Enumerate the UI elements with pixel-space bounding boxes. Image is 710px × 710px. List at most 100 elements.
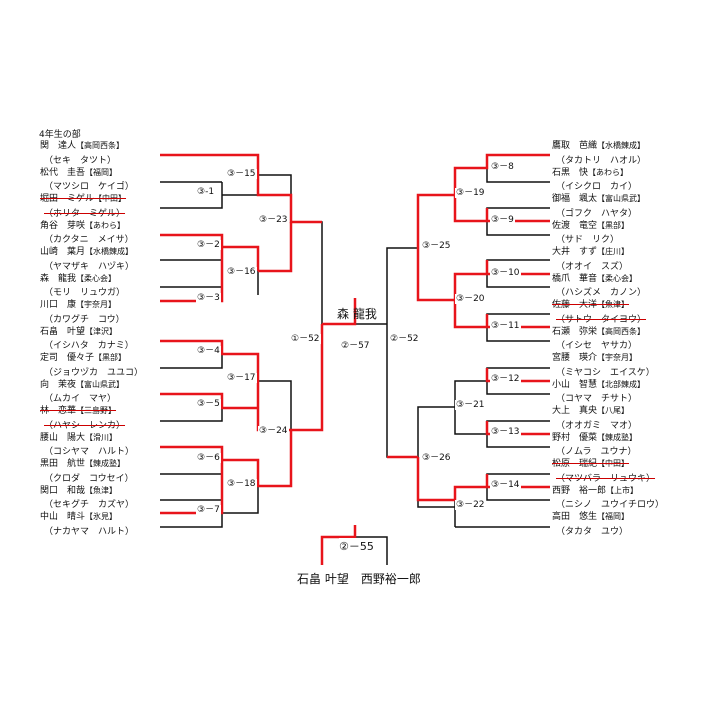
match-label-2: ③－2 — [196, 240, 221, 250]
player-club: 【水橋錬成】 — [85, 247, 134, 256]
player-club: 【八尾】 — [597, 406, 630, 415]
match-label-16: ③－16 — [226, 267, 257, 277]
match-label-7: ③－7 — [196, 505, 221, 515]
player-entry: 橋爪 華音【柔心会】 — [552, 274, 637, 284]
match-label-6: ③－6 — [196, 453, 221, 463]
match-label-5: ③－5 — [196, 399, 221, 409]
player-entry: 佐藤 大洋【魚津】 — [552, 300, 629, 310]
player-club: 【宇奈月】 — [597, 353, 638, 362]
player-club: 【水橋錬成】 — [597, 141, 646, 150]
match-label-12: ③－12 — [490, 374, 521, 384]
player-entry: 高田 悠生【福岡】 — [552, 512, 629, 522]
player-name: 大上 真央 — [552, 406, 598, 416]
player-kana: （セキグチ カズヤ） — [44, 500, 135, 510]
player-name: 向 茉夜 — [40, 379, 77, 390]
player-club: 【高岡西条】 — [597, 326, 646, 336]
player-kana: （サド リク） — [556, 235, 620, 245]
player-name: 松代 圭吾 — [40, 167, 86, 178]
player-name: 黒田 航世 — [40, 459, 86, 469]
player-club: 【あわら】 — [588, 167, 629, 177]
player-entry: 野村 優菜【錬成塾】 — [552, 433, 637, 443]
player-kana: （イシクロ カイ） — [556, 182, 638, 192]
player-kana: （タカタ ユウ） — [556, 526, 629, 537]
player-name: 御福 颯太 — [552, 194, 598, 204]
player-kana: （モリ リュウガ） — [44, 288, 126, 298]
player-kana: （ヤマザキ ハヅキ） — [44, 261, 135, 272]
division-title: 4年生の部 — [39, 130, 81, 140]
player-entry: 中山 晴斗【氷見】 — [40, 512, 117, 522]
match-label-23: ③－23 — [258, 215, 289, 225]
l-win-3 — [160, 287, 224, 303]
player-name: 山崎 葉月 — [40, 247, 86, 257]
player-kana: （ハシズメ カノン） — [556, 288, 647, 298]
r-win-20 — [453, 300, 487, 329]
player-entry: 関口 和哉【魚津】 — [40, 486, 117, 496]
match-label-3: ③－3 — [196, 293, 221, 303]
player-club: 【氷見】 — [85, 512, 118, 521]
match-label-10: ③－10 — [490, 268, 521, 278]
player-entry: 大井 すず【庄川】 — [552, 247, 629, 257]
player-club: 【福岡】 — [85, 167, 118, 177]
match-label-20: ③－20 — [455, 294, 486, 304]
player-kana: （オオガミ マオ） — [556, 420, 638, 431]
player-name: 野村 優菜 — [552, 432, 598, 443]
r-win-19 — [453, 195, 487, 223]
player-name: 宮腰 瑛介 — [552, 353, 598, 363]
player-name: 小山 智慧 — [552, 379, 598, 390]
player-name: 高田 悠生 — [552, 512, 598, 522]
player-entry: 定司 優々子【黒部】 — [40, 353, 126, 363]
player-name: 関 達人 — [40, 141, 77, 151]
player-name: 石瀬 弥栄 — [552, 326, 598, 337]
l-r1-1-bot — [160, 182, 223, 209]
player-name: 定司 優々子 — [40, 353, 95, 363]
player-name: 川口 康 — [40, 300, 77, 310]
player-entry: 西野 裕一郎【上市】 — [552, 486, 638, 496]
player-entry: 林 恋華【三島野】 — [40, 406, 116, 416]
l-win-1 — [160, 153, 322, 224]
match-label-11: ③－11 — [490, 321, 521, 331]
match-label-26: ③－26 — [421, 453, 452, 463]
player-entry: 黒田 航世【錬成塾】 — [40, 459, 125, 469]
player-kana: （クロダ コウセイ） — [44, 473, 134, 484]
player-club: 【福岡】 — [597, 512, 630, 521]
player-entry: 松代 圭吾【福岡】 — [40, 168, 117, 178]
player-entry: 山崎 葉月【水橋錬成】 — [40, 247, 133, 257]
player-club: 【柔心会】 — [597, 273, 638, 283]
player-name: 西野 裕一郎 — [552, 485, 607, 496]
player-kana: （コシヤマ ハルト） — [44, 447, 135, 457]
l-win-23 — [258, 222, 293, 273]
player-kana: （カクタニ メイサ） — [44, 235, 134, 245]
player-club: 【滑川】 — [85, 432, 118, 442]
player-entry: 宮腰 瑛介【宇奈月】 — [552, 353, 637, 363]
r-r4 — [386, 247, 418, 458]
player-kana: （サトウ タイヨウ） — [556, 314, 647, 325]
third-place-match-label: ②－55 — [339, 538, 374, 554]
player-entry: 佐渡 竜空【黒部】 — [552, 221, 629, 231]
player-club: 【魚津】 — [597, 300, 630, 309]
player-name: 石黒 快 — [552, 167, 589, 178]
match-label-13: ③－13 — [490, 427, 521, 437]
player-club: 【魚津】 — [85, 485, 118, 495]
player-entry: 大上 真央【八尾】 — [552, 406, 629, 416]
player-club: 【あわら】 — [85, 220, 126, 230]
player-kana: （ムカイ マヤ） — [44, 394, 117, 404]
match-label-8: ③－8 — [490, 162, 515, 172]
match-label-4: ③－4 — [196, 346, 221, 356]
player-kana: （イシハタ カナミ） — [44, 341, 134, 351]
l-win-6 — [160, 430, 293, 488]
player-name: 堀田 ミゲル — [40, 194, 95, 204]
match-label-24: ③－24 — [258, 426, 289, 436]
player-entry: 石畠 叶望【津沢】 — [40, 327, 117, 337]
player-club: 【三島野】 — [76, 406, 117, 415]
l-win-5 — [160, 392, 258, 410]
r-win-8 — [416, 153, 550, 248]
player-club: 【中田】 — [597, 459, 630, 468]
player-entry: 御福 颯太【富山県武】 — [552, 194, 645, 204]
l-win-7 — [160, 460, 224, 515]
match-label-52b: ②－52 — [389, 334, 420, 344]
player-club: 【上市】 — [606, 485, 639, 495]
player-name: 林 恋華 — [40, 406, 77, 416]
player-entry: 向 茉夜【富山県武】 — [40, 380, 124, 390]
player-kana: （ホリタ ミゲル） — [44, 208, 126, 219]
player-kana: （ハヤシ レンカ） — [44, 420, 126, 431]
